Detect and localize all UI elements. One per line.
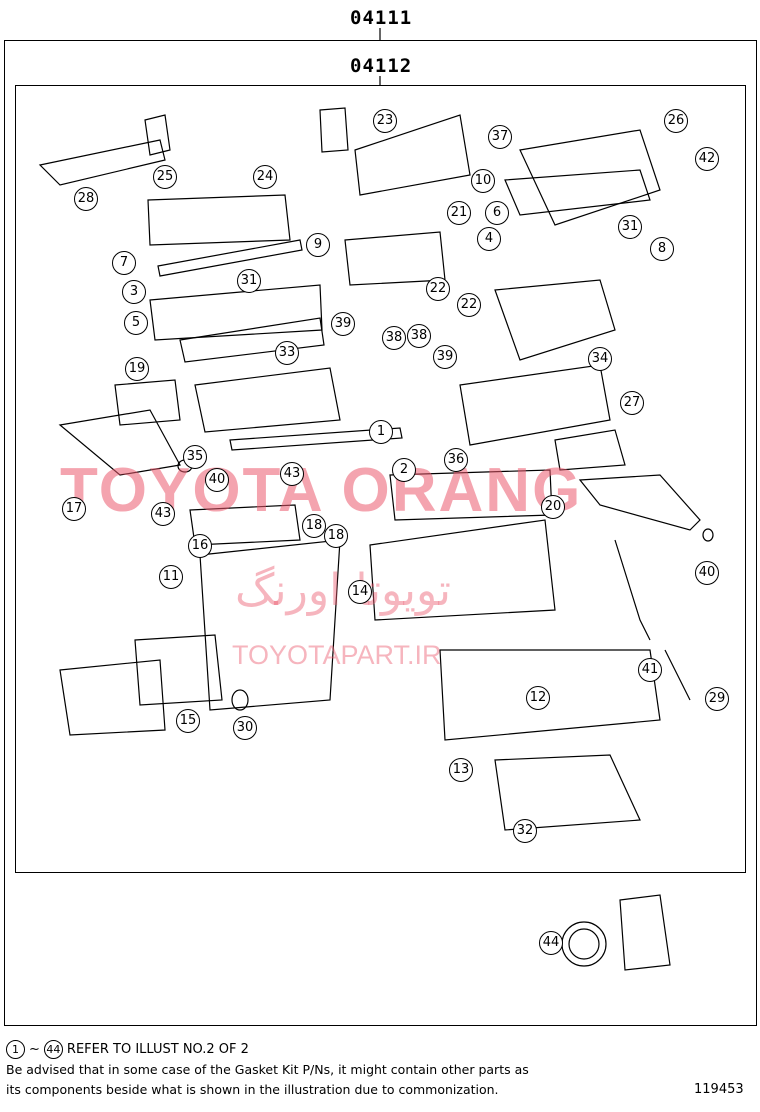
part-callout-44: 44	[539, 931, 563, 955]
part-callout-32: 32	[513, 819, 537, 843]
part-callout-15: 15	[176, 709, 200, 733]
part-callout-39b: 39	[433, 345, 457, 369]
part-callout-24: 24	[253, 165, 277, 189]
part-callout-2: 2	[392, 458, 416, 482]
part-callout-41: 41	[638, 658, 662, 682]
part-callout-18: 18	[302, 514, 326, 538]
refer-note: 1 ~ 44 REFER TO ILLUST NO.2 OF 2	[6, 1040, 249, 1059]
outer-kit-frame	[4, 40, 757, 1026]
watermark-persian: تویوتا اورنگ	[235, 565, 451, 616]
part-callout-16: 16	[188, 534, 212, 558]
part-callout-10: 10	[471, 169, 495, 193]
part-callout-21: 21	[447, 201, 471, 225]
part-callout-38b: 38	[407, 324, 431, 348]
part-callout-6: 6	[485, 201, 509, 225]
part-callout-25: 25	[153, 165, 177, 189]
part-callout-27: 27	[620, 391, 644, 415]
part-callout-40: 40	[205, 468, 229, 492]
part-callout-3: 3	[122, 280, 146, 304]
part-callout-33: 33	[275, 341, 299, 365]
part-callout-38: 38	[382, 326, 406, 350]
kit-code-outer: 04111	[350, 7, 413, 29]
part-callout-23: 23	[373, 109, 397, 133]
range-start-callout: 1	[6, 1040, 25, 1059]
kit-code-inner: 04112	[350, 55, 413, 77]
inner-kit-frame	[15, 85, 746, 873]
watermark-url: TOYOTAPART.IR	[232, 640, 442, 670]
part-callout-1: 1	[369, 420, 393, 444]
range-end-callout: 44	[43, 1040, 63, 1059]
advisory-note-line-1: Be advised that in some case of the Gask…	[6, 1062, 529, 1077]
illustration-number: 119453	[694, 1082, 744, 1097]
watermark-latin: TOYOTA ORANG	[60, 456, 583, 525]
part-callout-28: 28	[74, 187, 98, 211]
part-callout-35: 35	[183, 445, 207, 469]
part-callout-29: 29	[705, 687, 729, 711]
part-callout-34: 34	[588, 347, 612, 371]
part-callout-26: 26	[664, 109, 688, 133]
part-callout-11: 11	[159, 565, 183, 589]
part-callout-36: 36	[444, 448, 468, 472]
part-callout-43b: 43	[280, 462, 304, 486]
part-callout-18b: 18	[324, 524, 348, 548]
part-callout-7: 7	[112, 251, 136, 275]
part-callout-4: 4	[477, 227, 501, 251]
part-callout-40b: 40	[695, 561, 719, 585]
part-callout-12: 12	[526, 686, 550, 710]
range-separator: ~	[29, 1042, 40, 1057]
part-callout-8: 8	[650, 237, 674, 261]
part-callout-42: 42	[695, 147, 719, 171]
part-callout-20: 20	[541, 495, 565, 519]
part-callout-17: 17	[62, 497, 86, 521]
part-callout-5: 5	[124, 311, 148, 335]
part-callout-31: 31	[237, 269, 261, 293]
part-callout-9: 9	[306, 233, 330, 257]
part-callout-14: 14	[348, 580, 372, 604]
part-callout-39: 39	[331, 312, 355, 336]
part-callout-13: 13	[449, 758, 473, 782]
part-callout-31b: 31	[618, 215, 642, 239]
part-callout-37: 37	[488, 125, 512, 149]
part-callout-30: 30	[233, 716, 257, 740]
part-callout-43: 43	[151, 502, 175, 526]
advisory-note-line-2: its components beside what is shown in t…	[6, 1082, 499, 1097]
part-callout-19: 19	[125, 357, 149, 381]
part-callout-22: 22	[426, 277, 450, 301]
refer-text: REFER TO ILLUST NO.2 OF 2	[66, 1042, 249, 1057]
part-callout-22b: 22	[457, 293, 481, 317]
